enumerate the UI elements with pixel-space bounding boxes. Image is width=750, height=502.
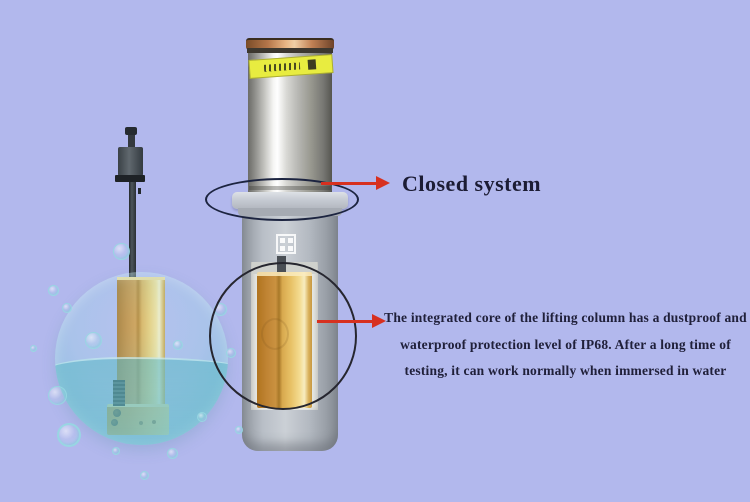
flange-ellipse-annotation	[205, 178, 359, 221]
bubble-icon	[167, 448, 178, 459]
description-line: testing, it can work normally when immer…	[404, 363, 727, 378]
bubble-icon	[30, 345, 37, 352]
bubble-icon	[48, 386, 67, 405]
warning-band-marks	[263, 62, 301, 72]
description-line: The integrated core of the lifting colum…	[384, 310, 747, 325]
water-sphere	[55, 272, 228, 445]
bubble-icon	[235, 426, 243, 434]
warning-band-logo-block	[307, 59, 317, 70]
grid-icon	[276, 234, 296, 254]
bollard-dark-band	[247, 48, 333, 53]
description-line: waterproof protection level of IP68. Aft…	[400, 336, 731, 352]
bollard-copper-rim	[246, 38, 334, 50]
bubble-icon	[173, 340, 183, 350]
arrow-line	[317, 320, 373, 323]
bubble-icon	[62, 303, 72, 313]
arrow-head-icon	[376, 176, 390, 190]
core-piston-rod	[129, 182, 136, 278]
core-rod-collar	[115, 175, 145, 182]
bubble-icon	[140, 471, 149, 480]
bubble-icon	[197, 412, 207, 422]
bubble-icon	[112, 447, 120, 455]
bubble-icon	[48, 285, 59, 296]
bubble-icon	[113, 243, 130, 260]
bubble-icon	[85, 332, 102, 349]
description-text: The integrated core of the lifting colum…	[383, 305, 748, 385]
arrow-line	[321, 182, 377, 185]
core-rod-nub	[138, 188, 141, 194]
arrow-head-icon	[372, 314, 386, 328]
bubble-icon	[57, 423, 81, 447]
core-rod-tip	[125, 127, 137, 135]
core-rod-neck	[128, 135, 135, 148]
waterline	[55, 356, 228, 445]
core-circle-annotation	[209, 262, 357, 410]
closed-system-label: Closed system	[402, 171, 542, 196]
core-rod-fitting	[118, 147, 143, 176]
